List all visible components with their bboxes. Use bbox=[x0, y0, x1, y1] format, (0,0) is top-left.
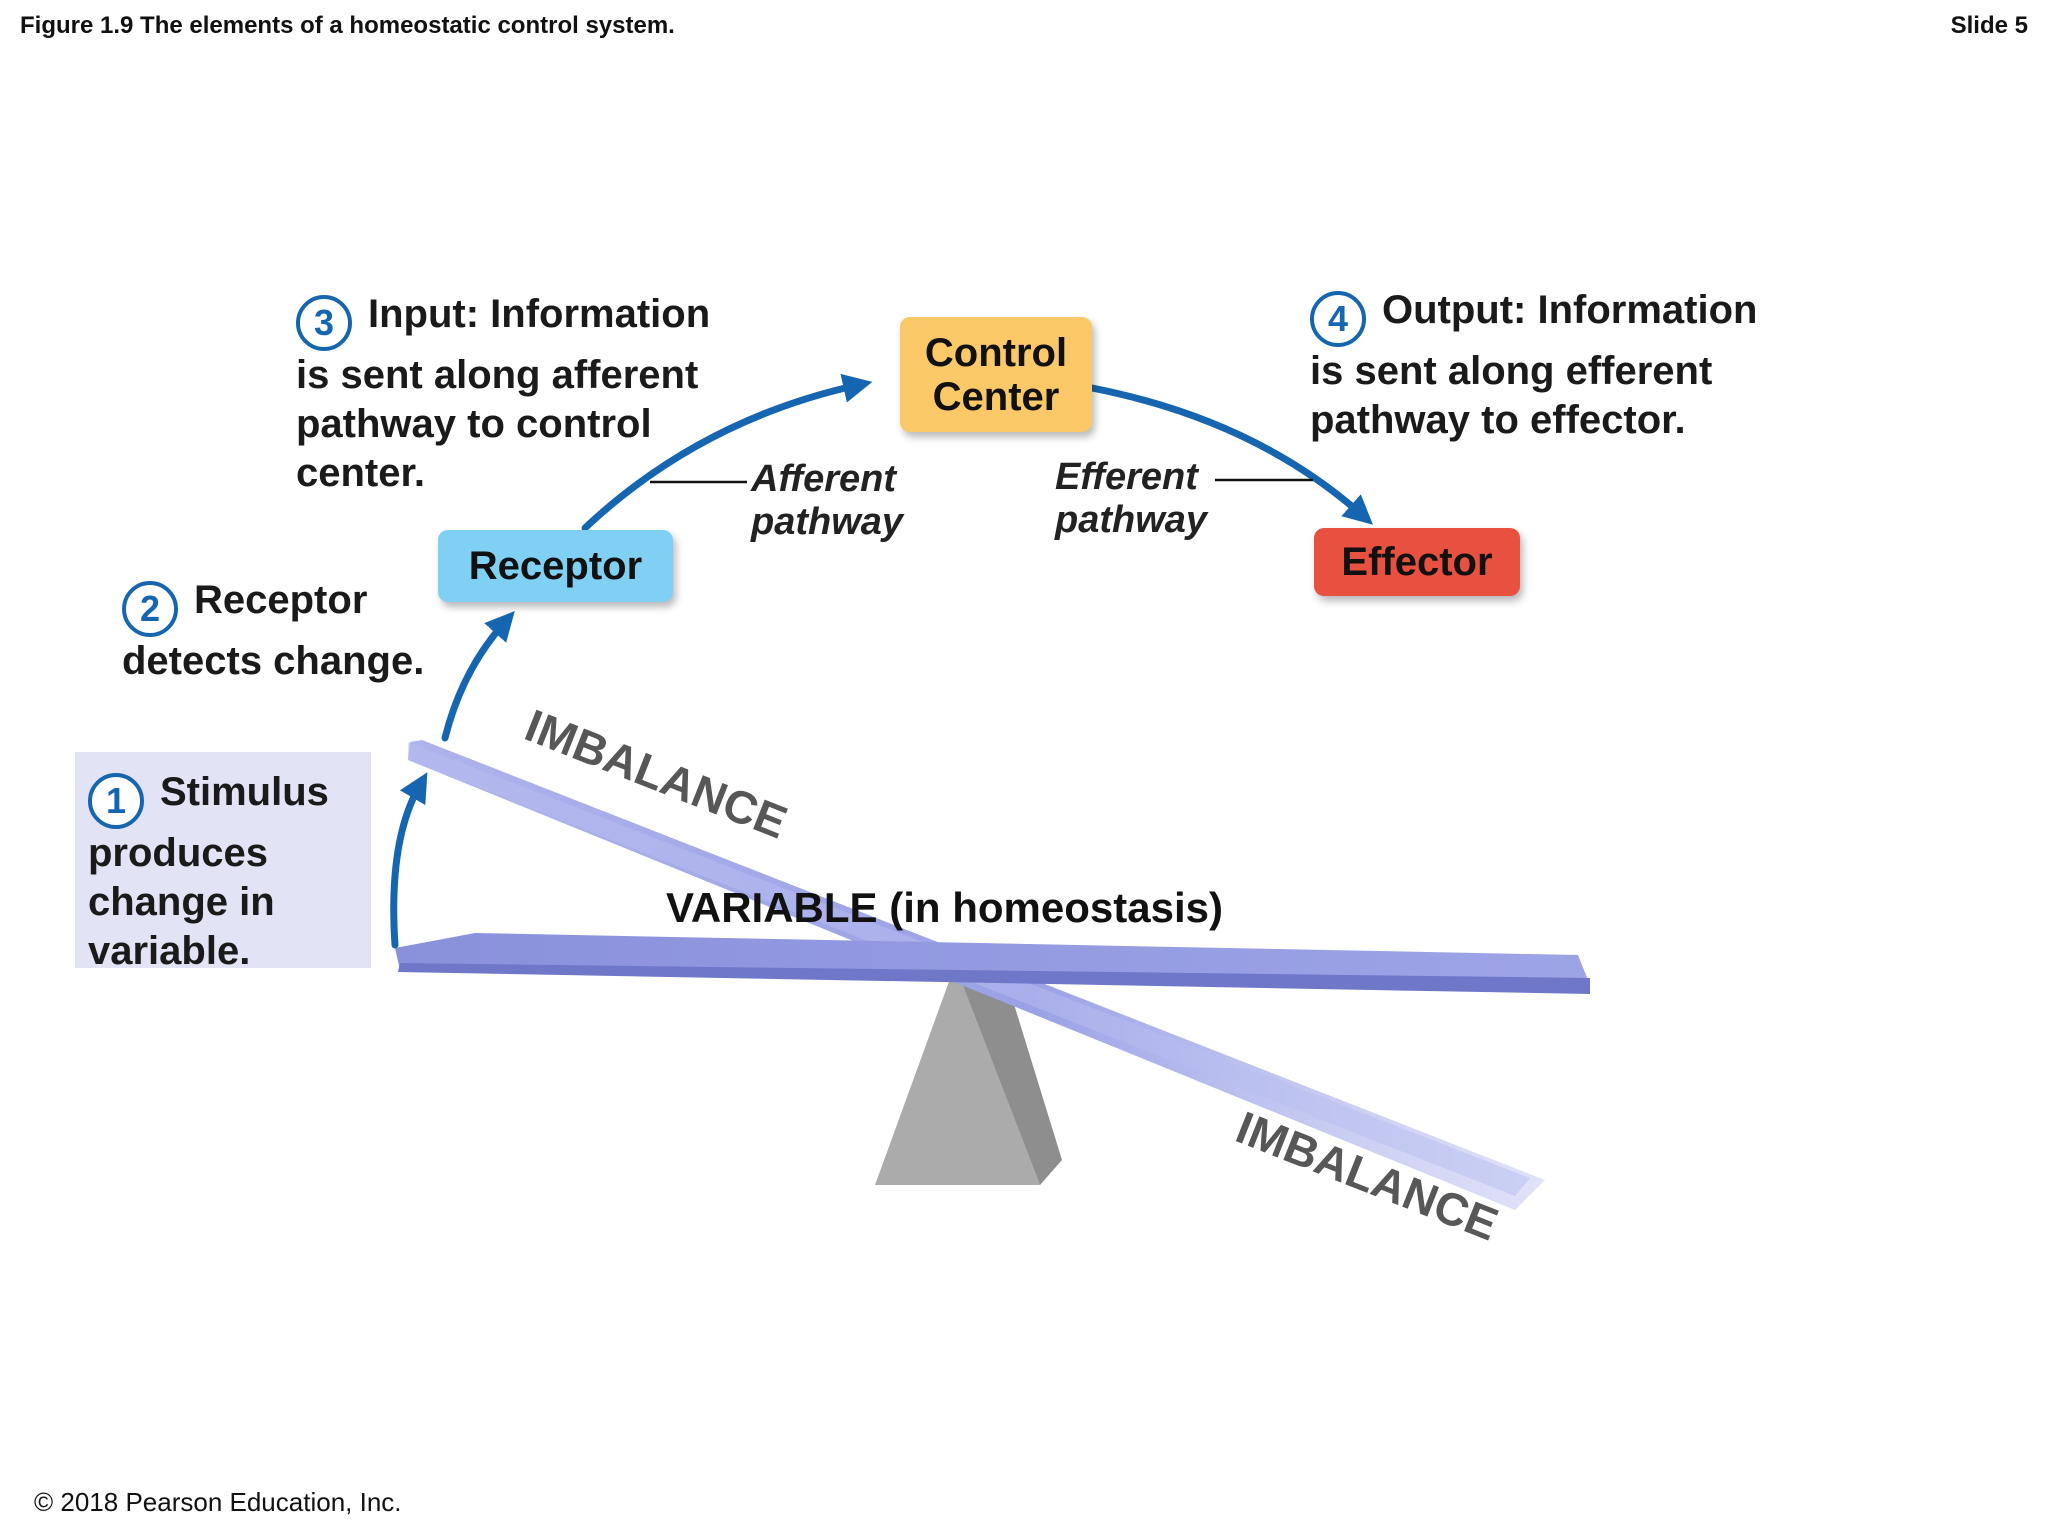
step-1-number: 1 bbox=[88, 773, 144, 829]
step-4-line: is sent along efferent bbox=[1310, 349, 1713, 393]
step-4-lead-rest: Information bbox=[1526, 288, 1758, 332]
figure-title: Figure 1.9 The elements of a homeostatic… bbox=[20, 12, 675, 39]
step-2-lead: Receptor bbox=[194, 578, 368, 622]
copyright-footer: © 2018 Pearson Education, Inc. bbox=[34, 1487, 402, 1517]
step-2-receptor: 2 Receptor detects change. bbox=[122, 576, 424, 686]
efferent-arrow bbox=[1088, 384, 1373, 525]
step-4-line: pathway to effector. bbox=[1310, 398, 1686, 442]
step-3-lead: Input: bbox=[368, 292, 480, 336]
step-3-line: center. bbox=[296, 451, 425, 495]
step-3-lead-rest: Information bbox=[479, 292, 711, 336]
step-3-input: 3 Input: Information is sent along affere… bbox=[296, 290, 710, 498]
variable-label: VARIABLE (in homeostasis) bbox=[666, 884, 1223, 931]
afferent-line2: pathway bbox=[751, 501, 904, 543]
step-2-number: 2 bbox=[122, 581, 178, 637]
step-1-lead: Stimulus bbox=[160, 770, 329, 814]
step-2-line: detects change. bbox=[122, 639, 425, 683]
efferent-line2: pathway bbox=[1055, 499, 1208, 541]
step-1-line: variable. bbox=[88, 929, 251, 973]
step-3-line: pathway to control bbox=[296, 402, 652, 446]
effector-node: Effector bbox=[1314, 528, 1520, 596]
receptor-node: Receptor bbox=[438, 530, 673, 602]
step-3-line: is sent along afferent bbox=[296, 353, 699, 397]
step-4-lead: Output: bbox=[1382, 288, 1527, 332]
step-1-line: change in bbox=[88, 880, 275, 924]
control-center-line1: Control bbox=[924, 330, 1068, 375]
effector-node-label: Effector bbox=[1341, 540, 1493, 584]
afferent-arrow bbox=[581, 373, 873, 532]
step-3-number: 3 bbox=[296, 295, 352, 351]
level-beam bbox=[395, 933, 1590, 994]
control-center-node: Control Center bbox=[900, 317, 1092, 432]
efferent-line1: Efferent bbox=[1055, 456, 1198, 498]
fulcrum bbox=[875, 965, 1062, 1185]
receptor-arrow bbox=[441, 611, 515, 742]
control-center-line2: Center bbox=[932, 374, 1060, 419]
imbalance-label-top: IMBALANCE bbox=[518, 699, 794, 849]
step-1-line: produces bbox=[88, 831, 269, 875]
afferent-line1: Afferent bbox=[751, 458, 896, 500]
step-4-output: 4 Output: Information is sent along effer… bbox=[1310, 286, 1757, 445]
afferent-pathway-label: Afferent pathway bbox=[751, 458, 903, 544]
stimulus-arrow bbox=[390, 772, 428, 949]
receptor-node-label: Receptor bbox=[468, 544, 643, 588]
step-4-number: 4 bbox=[1310, 291, 1366, 347]
slide-number: Slide 5 bbox=[1950, 12, 2028, 39]
step-1-stimulus: 1 Stimulus produces change in variable. bbox=[88, 768, 329, 976]
efferent-pathway-label: Efferent pathway bbox=[1055, 456, 1207, 542]
